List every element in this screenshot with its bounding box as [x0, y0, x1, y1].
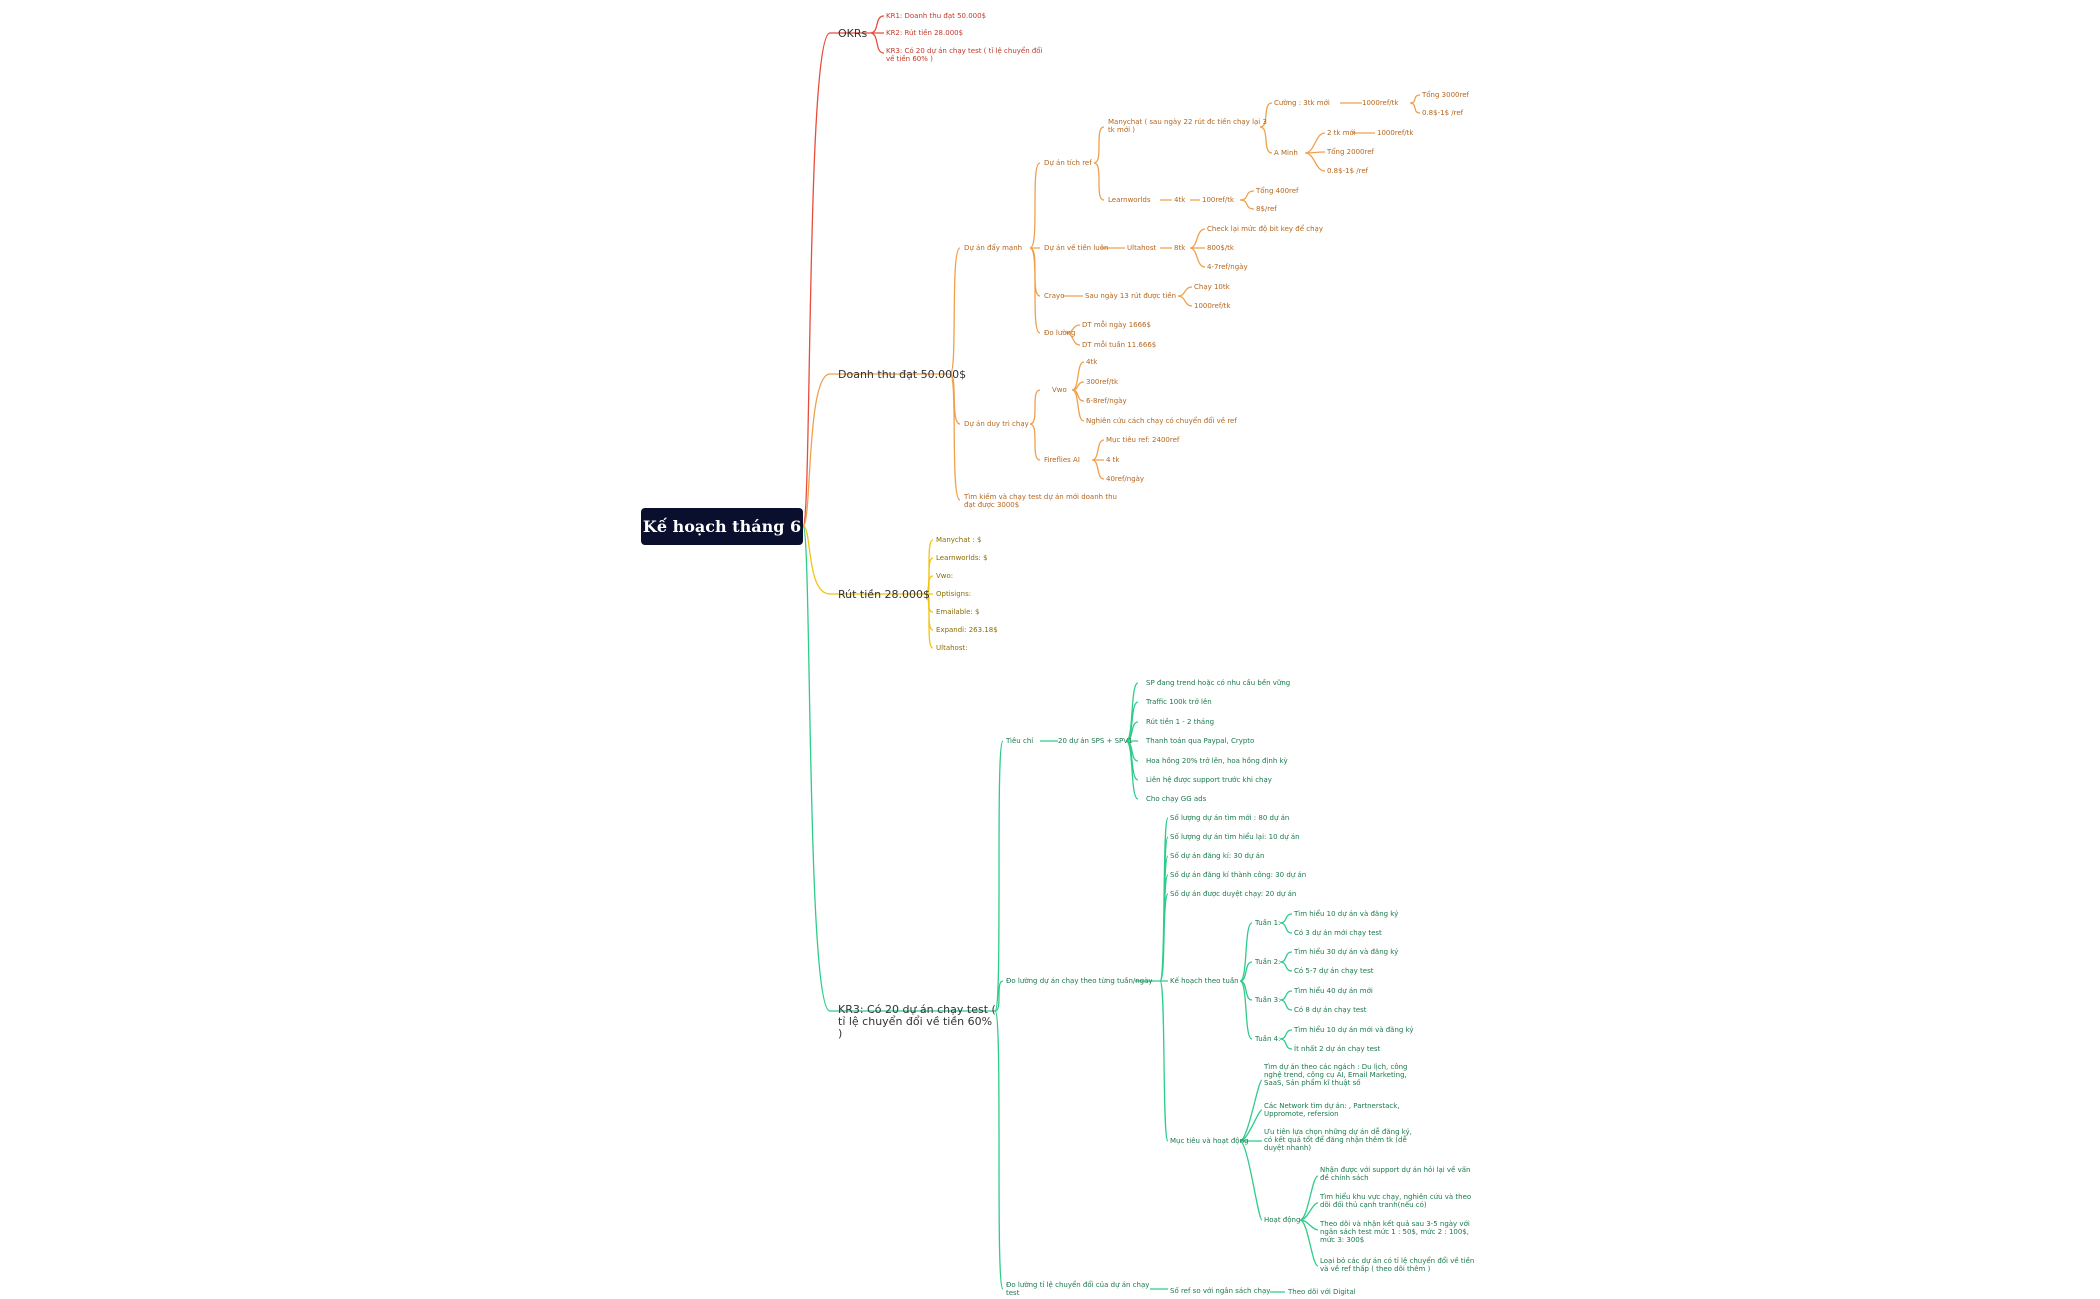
ulta-800-node[interactable]: 800$/tk: [1207, 244, 1234, 252]
ff-target-node[interactable]: Mục tiêu ref: 2400ref: [1106, 436, 1180, 444]
week1-b[interactable]: Có 3 dự án mới chạy test: [1294, 929, 1382, 937]
withdraw-item[interactable]: Vwo:: [936, 572, 954, 580]
metric-item[interactable]: Số lượng dự án tìm mới : 80 dự án: [1170, 814, 1290, 822]
maintain-projects-node[interactable]: Dự án duy trì chạy: [964, 420, 1029, 428]
fireflies-node[interactable]: Fireflies AI: [1044, 456, 1080, 464]
lw-100-node[interactable]: 100ref/tk: [1202, 196, 1235, 204]
digital-node[interactable]: Theo dõi với Digital: [1288, 1288, 1356, 1296]
week1-node[interactable]: Tuần 1:: [1255, 919, 1281, 927]
activity-remove[interactable]: Loại bỏ các dự án có tỉ lệ chuyển đổi về…: [1320, 1257, 1475, 1273]
ulta-check-node[interactable]: Check lại mức độ bit key để chạy: [1207, 225, 1323, 233]
ulta-ref-day-node[interactable]: 4-7ref/ngày: [1207, 263, 1248, 271]
kr3-node[interactable]: KR3: Có 20 dự án chạy test ( tỉ lệ chuyể…: [838, 1003, 996, 1040]
ultahost-node[interactable]: Ultahost: [1127, 244, 1157, 252]
goal-network-node[interactable]: Các Network tìm dự án: , Partnerstack, U…: [1264, 1102, 1400, 1118]
measure-weekly-node[interactable]: Đo lường dự án chạy theo từng tuần/ngày: [1006, 977, 1153, 985]
criteria-item[interactable]: Traffic 100k trở lên: [1146, 698, 1212, 706]
measure-node[interactable]: Đo lường: [1044, 329, 1076, 337]
rate-b-node[interactable]: 0.8$-1$ /ref: [1327, 167, 1369, 175]
push-projects-node[interactable]: Dự án đẩy mạnh: [964, 244, 1023, 252]
criteria-item[interactable]: SP đang trend hoặc có nhu cầu bền vững: [1146, 679, 1291, 687]
vwo-300-node[interactable]: 300ref/tk: [1086, 378, 1119, 386]
week4-node[interactable]: Tuần 4:: [1255, 1035, 1281, 1043]
activity-support[interactable]: Nhận được với support dự án hỏi lại về v…: [1320, 1166, 1471, 1182]
activity-budget[interactable]: Theo dõi và nhận kết quả sau 3-5 ngày vớ…: [1320, 1220, 1470, 1244]
kr1-node[interactable]: KR1: Doanh thu đạt 50.000$: [886, 12, 987, 20]
aminh-node[interactable]: A Minh: [1274, 149, 1298, 157]
week2-b[interactable]: Có 5-7 dự án chạy test: [1294, 967, 1374, 975]
kr2-node[interactable]: KR2: Rút tiền 28.000$: [886, 29, 964, 37]
ff-day-node[interactable]: 40ref/ngày: [1106, 475, 1145, 483]
metric-item[interactable]: Số dự án đăng kí: 30 dự án: [1170, 852, 1265, 860]
metric-item[interactable]: Số dự án được duyệt chạy: 20 dự án: [1170, 890, 1297, 898]
criteria-item[interactable]: Cho chạy GG ads: [1146, 795, 1207, 803]
week4-b[interactable]: Ít nhất 2 dự án chạy test: [1294, 1045, 1381, 1053]
total-2000-node[interactable]: Tổng 2000ref: [1327, 148, 1374, 156]
vwo-node[interactable]: Vwo: [1052, 386, 1067, 394]
learnworlds-node[interactable]: Learnworlds: [1108, 196, 1151, 204]
crayo-10tk-node[interactable]: Chạy 10tk: [1194, 283, 1230, 291]
criteria-item[interactable]: Liên hệ được support trước khi chạy: [1146, 776, 1272, 784]
total-3000-node[interactable]: Tổng 3000ref: [1422, 91, 1469, 99]
criteria-node[interactable]: Tiêu chí: [1006, 737, 1034, 745]
withdraw-item[interactable]: Expandi: 263.18$: [936, 626, 998, 634]
withdraw-item[interactable]: Manychat : $: [936, 536, 982, 544]
goal-priority-node[interactable]: Ưu tiên lựa chọn những dự án dễ đăng ký,…: [1264, 1128, 1412, 1152]
find-new-node[interactable]: Tìm kiếm và chạy test dự án mới doanh th…: [964, 493, 1117, 509]
crayo-date-node[interactable]: Sau ngày 13 rút được tiền: [1085, 292, 1177, 300]
cuong-ref-node[interactable]: 1000ref/tk: [1362, 99, 1399, 107]
conversion-measure-node[interactable]: Đo lường tỉ lệ chuyển đổi của dự án chạy…: [1006, 1281, 1150, 1297]
criteria-item[interactable]: Hoa hồng 20% trở lên, hoa hồng định kỳ: [1146, 757, 1288, 765]
okrs-node[interactable]: OKRs: [838, 27, 868, 40]
vwo-4tk-node[interactable]: 4tk: [1086, 358, 1098, 366]
week1-a[interactable]: Tìm hiểu 10 dự án và đăng ký: [1294, 910, 1399, 918]
withdraw-item[interactable]: Emailable: $: [936, 608, 980, 616]
ff-4tk-node[interactable]: 4 tk: [1106, 456, 1120, 464]
criteria-item[interactable]: Thanh toán qua Paypal, Crypto: [1146, 737, 1255, 745]
sps-node[interactable]: 20 dự án SPS + SPV1: [1058, 737, 1133, 745]
weekly-rev-node[interactable]: DT mỗi tuần 11.666$: [1082, 341, 1157, 349]
goal-niche-node[interactable]: Tìm dự án theo các ngách : Du lịch, công…: [1264, 1063, 1408, 1087]
vwo-research-node[interactable]: Nghiên cứu cách chạy có chuyển đổi về re…: [1086, 417, 1237, 425]
metric-item[interactable]: Số dự án đăng kí thành công: 30 dự án: [1170, 871, 1307, 879]
activities-node[interactable]: Hoạt động: [1264, 1216, 1301, 1224]
goals-activities-node[interactable]: Mục tiêu và hoạt động: [1170, 1137, 1249, 1145]
ref-projects-node[interactable]: Dự án tích ref: [1044, 159, 1092, 167]
ulta-8tk-node[interactable]: 8tk: [1174, 244, 1186, 252]
rate-8-node[interactable]: 8$/ref: [1256, 205, 1277, 213]
daily-rev-node[interactable]: DT mỗi ngày 1666$: [1082, 321, 1151, 329]
rate-a-node[interactable]: 0.8$-1$ /ref: [1422, 109, 1464, 117]
vwo-day-node[interactable]: 6-8ref/ngày: [1086, 397, 1127, 405]
minh-ref-node[interactable]: 1000ref/tk: [1377, 129, 1414, 137]
cuong-node[interactable]: Cường : 3tk mới: [1274, 99, 1330, 107]
withdraw-item[interactable]: Learnworlds: $: [936, 554, 988, 562]
manychat-node[interactable]: Manychat ( sau ngày 22 rút đc tiền chạy …: [1108, 118, 1267, 134]
kr3-sub-node[interactable]: KR3: Có 20 dự án chạy test ( tỉ lệ chuyể…: [886, 47, 1043, 63]
revenue-node[interactable]: Doanh thu đạt 50.000$: [838, 368, 967, 381]
minh-2tk-node[interactable]: 2 tk mới: [1327, 129, 1356, 137]
weekly-plan-node[interactable]: Kế hoạch theo tuần: [1170, 977, 1239, 985]
root-node[interactable]: Kế hoạch tháng 6: [641, 508, 803, 545]
criteria-item[interactable]: Rút tiền 1 - 2 tháng: [1146, 718, 1215, 726]
activity-research[interactable]: Tìm hiểu khu vực chạy, nghiên cứu và the…: [1320, 1193, 1472, 1209]
ref-budget-node[interactable]: Số ref so với ngân sách chạy: [1170, 1287, 1271, 1295]
week2-node[interactable]: Tuần 2:: [1255, 958, 1281, 966]
lw-4tk-node[interactable]: 4tk: [1174, 196, 1186, 204]
metric-item[interactable]: Số lượng dự án tìm hiểu lại: 10 dự án: [1170, 833, 1300, 841]
withdraw-item[interactable]: Optisigns:: [936, 590, 972, 598]
withdraw-node[interactable]: Rút tiền 28.000$: [838, 588, 931, 601]
total-400-node[interactable]: Tổng 400ref: [1256, 187, 1299, 195]
week3-b[interactable]: Có 8 dự án chạy test: [1294, 1006, 1367, 1014]
week2-a[interactable]: Tìm hiểu 30 dự án và đăng ký: [1294, 948, 1399, 956]
withdraw-item[interactable]: Ultahost:: [936, 644, 968, 652]
crayo-ref-node[interactable]: 1000ref/tk: [1194, 302, 1231, 310]
week3-a[interactable]: Tìm hiểu 40 dự án mới: [1294, 987, 1373, 995]
cash-projects-node[interactable]: Dự án về tiền luôn: [1044, 244, 1109, 252]
week4-a[interactable]: Tìm hiểu 10 dự án mới và đăng ký: [1294, 1026, 1414, 1034]
week3-node[interactable]: Tuần 3:: [1255, 996, 1281, 1004]
crayo-node[interactable]: Crayo: [1044, 292, 1065, 300]
